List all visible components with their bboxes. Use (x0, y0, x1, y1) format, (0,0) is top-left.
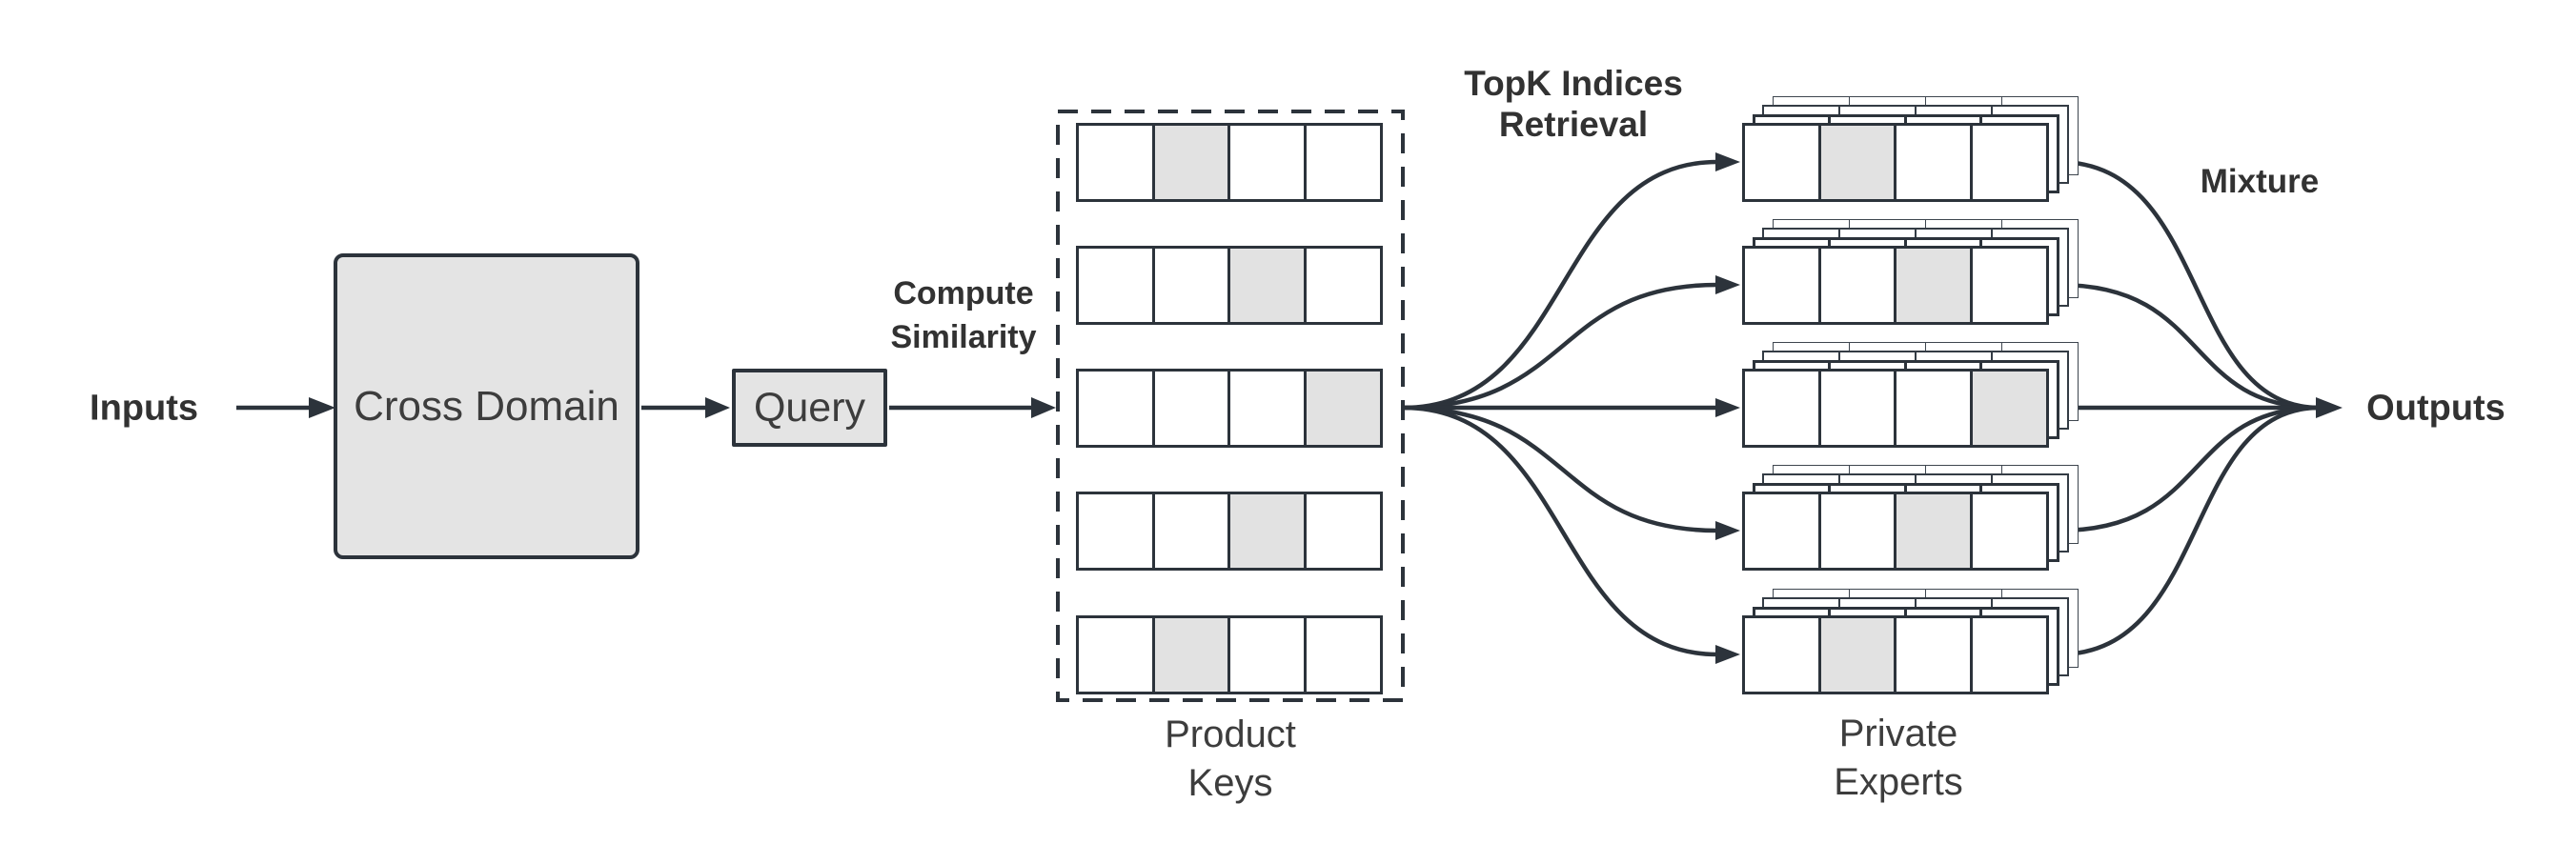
cell (1969, 246, 2049, 325)
expert-row-2 (1742, 246, 2049, 325)
product-key-row-2 (1076, 246, 1383, 325)
fanin-curve-5 (2058, 405, 2321, 657)
selected-cell (1151, 123, 1231, 202)
fanout-arrowhead-4 (1715, 521, 1740, 540)
topk-indices-retrieval-label: TopK Indices Retrieval (1464, 64, 1683, 144)
selected-cell (1817, 615, 1897, 694)
private-experts-label: Private Experts (1834, 713, 1963, 803)
query-box: Query (732, 369, 887, 447)
selected-cell (1151, 615, 1231, 694)
query-arrowhead (705, 397, 730, 418)
cell (1151, 369, 1231, 448)
cell (1817, 246, 1897, 325)
cell (1076, 615, 1156, 694)
cell (1742, 615, 1822, 694)
selected-cell (1227, 492, 1308, 571)
expert-row-4 (1742, 492, 2049, 571)
fanout-curve-2 (1402, 282, 1718, 411)
cell (1076, 492, 1156, 571)
fanout-curve-4 (1402, 405, 1718, 533)
inputs-label: Inputs (90, 388, 198, 429)
fanout-arrowhead-3 (1715, 398, 1740, 417)
expert-row-1 (1742, 123, 2049, 202)
cell (1742, 123, 1822, 202)
mixture-label: Mixture (2200, 163, 2320, 201)
compute-similarity-label: Compute Similarity (890, 275, 1037, 355)
product-keys-label: Product Keys (1165, 713, 1296, 804)
cross-domain-box: Cross Domain (334, 253, 639, 559)
query-label: Query (753, 384, 866, 431)
cell (1742, 246, 1822, 325)
outputs-arrowhead (2316, 397, 2343, 418)
cell (1817, 369, 1897, 448)
fanout-curve-5 (1402, 405, 1718, 657)
cell (1076, 369, 1156, 448)
selected-cell (1817, 123, 1897, 202)
selected-cell (1894, 246, 1974, 325)
selected-cell (1303, 369, 1383, 448)
cell (1969, 492, 2049, 571)
expert-row-5 (1742, 615, 2049, 694)
cell (1894, 369, 1974, 448)
selected-cell (1227, 246, 1308, 325)
cell (1227, 123, 1308, 202)
fanout-arrowhead-2 (1715, 275, 1740, 294)
expert-row-3 (1742, 369, 2049, 448)
product-key-row-3 (1076, 369, 1383, 448)
fanout-arrowhead-5 (1715, 645, 1740, 664)
cell (1742, 492, 1822, 571)
cell (1894, 615, 1974, 694)
cell (1303, 123, 1383, 202)
cell (1151, 246, 1231, 325)
cell (1151, 492, 1231, 571)
outputs-label: Outputs (2366, 388, 2505, 429)
cell (1742, 369, 1822, 448)
cell (1303, 492, 1383, 571)
cell (1817, 492, 1897, 571)
cell (1076, 246, 1156, 325)
product-key-row-1 (1076, 123, 1383, 202)
fanout-arrowhead-1 (1715, 152, 1740, 171)
product-key-row-5 (1076, 615, 1383, 694)
product-key-row-4 (1076, 492, 1383, 571)
selected-cell (1969, 369, 2049, 448)
cell (1227, 369, 1308, 448)
selected-cell (1894, 492, 1974, 571)
cell (1303, 246, 1383, 325)
fanin-curve-4 (2058, 405, 2321, 533)
cross-domain-label: Cross Domain (354, 382, 619, 430)
cell (1894, 123, 1974, 202)
keys-arrowhead (1031, 397, 1056, 418)
cell (1303, 615, 1383, 694)
fanin-curve-2 (2058, 282, 2321, 411)
cell (1076, 123, 1156, 202)
inputs-arrowhead (309, 397, 335, 418)
cell (1227, 615, 1308, 694)
cell (1969, 615, 2049, 694)
fanout-curve-1 (1402, 159, 1718, 411)
cell (1969, 123, 2049, 202)
